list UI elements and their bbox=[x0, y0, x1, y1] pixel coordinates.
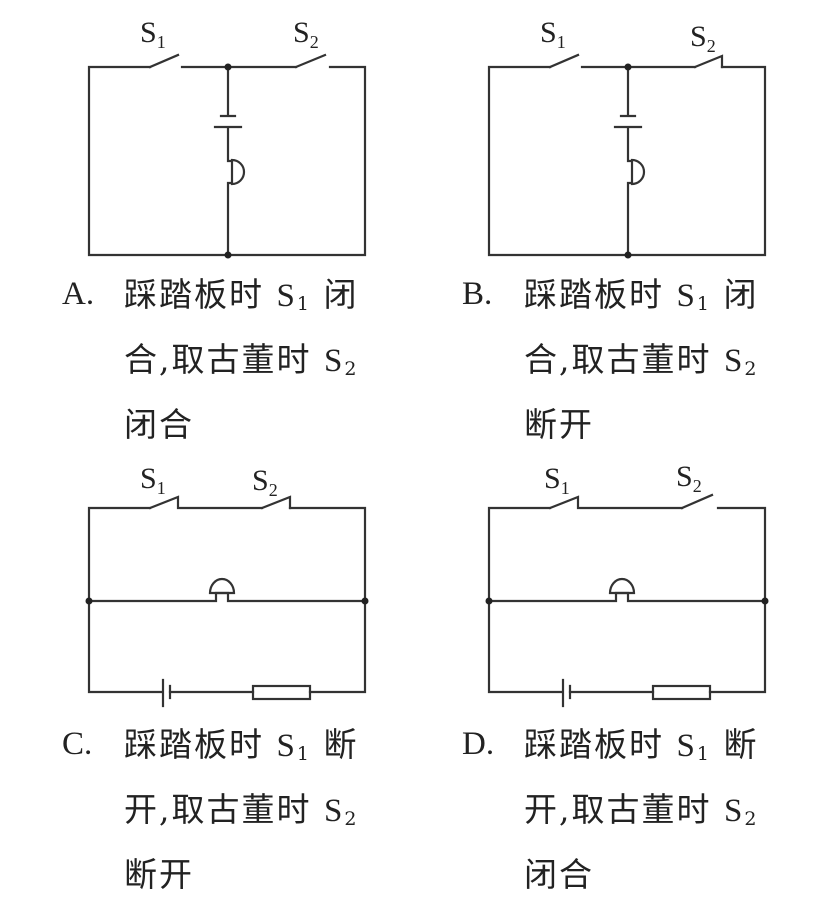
resistor-icon bbox=[651, 684, 712, 701]
switch-symbol: S bbox=[276, 278, 297, 314]
option-text-line: 踩踏板时 S1 断 bbox=[524, 725, 759, 765]
bell-icon bbox=[208, 577, 236, 595]
option-text-line: 开,取古董时 S2 bbox=[524, 790, 759, 830]
option-letter: B. bbox=[462, 276, 493, 312]
option-letter: C. bbox=[62, 726, 93, 762]
switch-subscript: 2 bbox=[744, 808, 759, 830]
junction bbox=[624, 63, 632, 71]
battery-branch bbox=[213, 65, 243, 257]
option-text-line: 断开 bbox=[124, 855, 194, 894]
switch-s1-closed bbox=[148, 495, 264, 510]
switch-subscript: 2 bbox=[344, 358, 359, 380]
switch-s2-closed bbox=[260, 495, 292, 510]
circuit-c: S1 S2 bbox=[85, 462, 369, 708]
switch-symbol: S bbox=[276, 728, 297, 764]
option-letter: A. bbox=[62, 276, 95, 312]
circuit-d: S1 S2 bbox=[485, 460, 769, 708]
junction bbox=[361, 597, 369, 605]
circuit-b: S1 S2 bbox=[487, 16, 767, 259]
s1-label: S1 bbox=[540, 16, 566, 52]
switch-symbol: S bbox=[676, 278, 697, 314]
s2-label: S2 bbox=[252, 464, 278, 500]
resistor-icon bbox=[251, 684, 312, 701]
switch-s1-closed bbox=[548, 495, 684, 510]
switch-s2-closed bbox=[693, 54, 724, 69]
wire bbox=[87, 591, 367, 603]
bell-icon bbox=[230, 158, 246, 186]
switch-symbol: S bbox=[723, 793, 745, 829]
junction bbox=[485, 597, 493, 605]
bell-icon bbox=[608, 577, 636, 595]
option-text-line: 合,取古董时 S2 bbox=[524, 340, 759, 380]
switch-subscript: 1 bbox=[696, 293, 711, 315]
junction bbox=[224, 63, 232, 71]
option-text-line: 踩踏板时 S1 断 bbox=[124, 725, 359, 765]
junction bbox=[85, 597, 93, 605]
switch-subscript: 2 bbox=[344, 808, 359, 830]
switch-s2-open bbox=[680, 493, 714, 510]
battery-icon bbox=[161, 678, 172, 708]
bell-icon bbox=[630, 158, 646, 186]
junction bbox=[761, 597, 769, 605]
switch-subscript: 1 bbox=[696, 743, 711, 765]
junction bbox=[624, 251, 632, 259]
s2-label: S2 bbox=[690, 20, 716, 56]
battery-icon bbox=[561, 678, 572, 708]
switch-s2-open bbox=[294, 53, 327, 69]
junction bbox=[224, 251, 232, 259]
option-text-line: 踩踏板时 S1 闭 bbox=[124, 275, 359, 315]
switch-symbol: S bbox=[323, 793, 345, 829]
s2-label: S2 bbox=[293, 16, 319, 52]
option-letter: D. bbox=[462, 726, 495, 762]
circuit-a: S1 S2 bbox=[87, 16, 367, 259]
switch-symbol: S bbox=[676, 728, 697, 764]
switch-subscript: 2 bbox=[744, 358, 759, 380]
option-text-line: 闭合 bbox=[524, 855, 594, 894]
s2-label: S2 bbox=[676, 460, 702, 496]
option-text-line: 断开 bbox=[524, 405, 594, 444]
battery-branch bbox=[613, 65, 643, 257]
option-text-line: 合,取古董时 S2 bbox=[124, 340, 359, 380]
option-text-line: 闭合 bbox=[124, 405, 194, 444]
switch-symbol: S bbox=[723, 343, 745, 379]
option-text-line: 踩踏板时 S1 闭 bbox=[524, 275, 759, 315]
switch-s1-open bbox=[548, 53, 580, 69]
switch-s1-open bbox=[148, 53, 180, 69]
option-text-line: 开,取古董时 S2 bbox=[124, 790, 359, 830]
wire bbox=[487, 591, 767, 603]
switch-subscript: 1 bbox=[296, 293, 311, 315]
s1-label: S1 bbox=[544, 462, 570, 498]
switch-subscript: 1 bbox=[296, 743, 311, 765]
s1-label: S1 bbox=[140, 16, 166, 52]
switch-symbol: S bbox=[323, 343, 345, 379]
s1-label: S1 bbox=[140, 462, 166, 498]
